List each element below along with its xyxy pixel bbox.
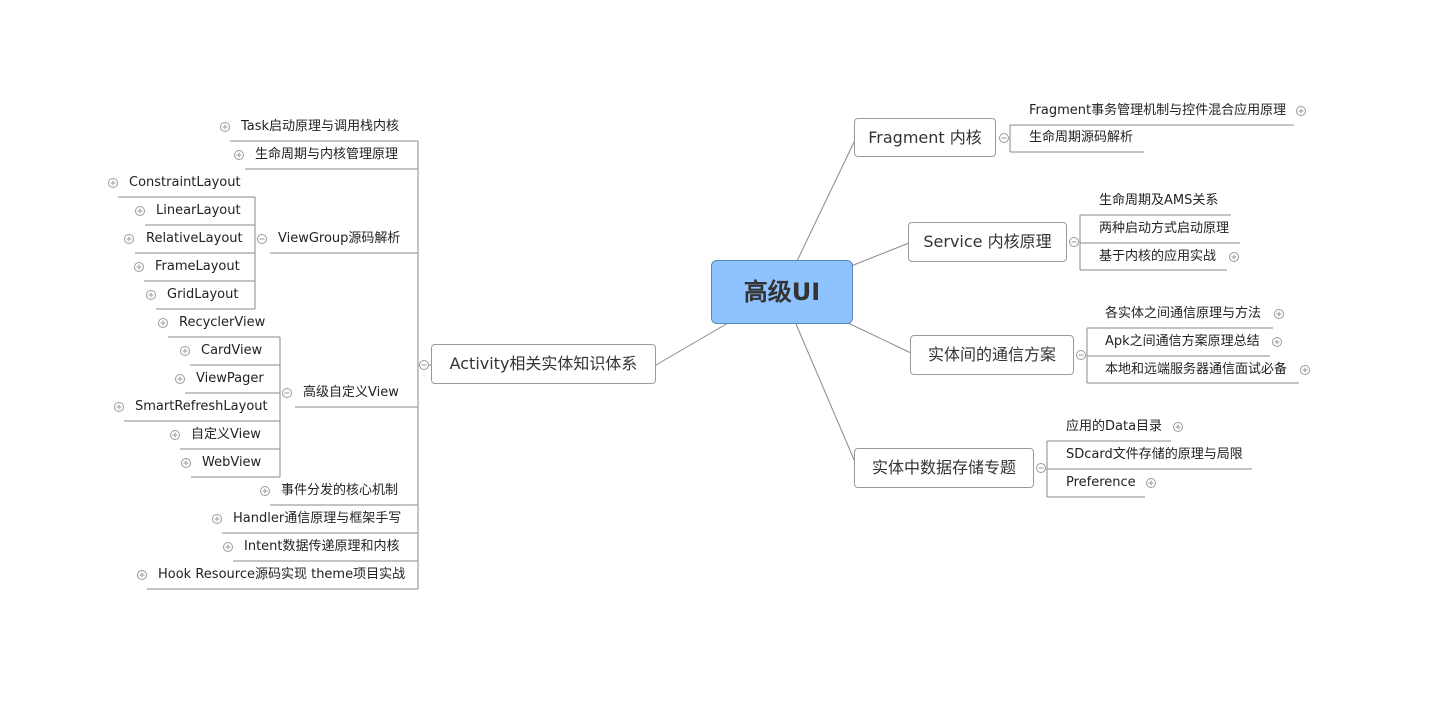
branch-storage[interactable]: 实体中数据存储专题 bbox=[854, 448, 1034, 488]
root-node[interactable]: 高级UI bbox=[711, 260, 853, 324]
plus-circle-icon[interactable] bbox=[260, 486, 270, 496]
plus-circle-icon[interactable] bbox=[180, 346, 190, 356]
plus-circle-icon[interactable] bbox=[1173, 422, 1183, 432]
plus-circle-icon[interactable] bbox=[212, 514, 222, 524]
customview-item[interactable]: RecyclerView bbox=[179, 315, 266, 330]
minus-circle-icon[interactable] bbox=[1076, 350, 1086, 360]
communication-item[interactable]: 各实体之间通信原理与方法 bbox=[1105, 306, 1262, 321]
viewgroup-item[interactable]: ConstraintLayout bbox=[129, 175, 241, 190]
activity-item-customview[interactable]: 高级自定义View bbox=[303, 385, 399, 400]
fragment-item[interactable]: Fragment事务管理机制与控件混合应用原理 bbox=[1029, 103, 1287, 118]
plus-circle-icon[interactable] bbox=[135, 206, 145, 216]
activity-item-task[interactable]: Task启动原理与调用栈内核 bbox=[241, 119, 400, 134]
plus-circle-icon[interactable] bbox=[158, 318, 168, 328]
customview-item[interactable]: CardView bbox=[201, 343, 263, 358]
customview-item[interactable]: WebView bbox=[202, 455, 262, 470]
plus-circle-icon[interactable] bbox=[1146, 478, 1156, 488]
plus-circle-icon[interactable] bbox=[223, 542, 233, 552]
plus-circle-icon[interactable] bbox=[220, 122, 230, 132]
plus-circle-icon[interactable] bbox=[1229, 252, 1239, 262]
activity-item-event[interactable]: 事件分发的核心机制 bbox=[281, 483, 399, 498]
plus-circle-icon[interactable] bbox=[134, 262, 144, 272]
minus-circle-icon[interactable] bbox=[1069, 237, 1079, 247]
plus-circle-icon[interactable] bbox=[1296, 106, 1306, 116]
plus-circle-icon[interactable] bbox=[146, 290, 156, 300]
service-item[interactable]: 生命周期及AMS关系 bbox=[1099, 193, 1219, 208]
fragment-item[interactable]: 生命周期源码解析 bbox=[1029, 130, 1134, 145]
plus-circle-icon[interactable] bbox=[1272, 337, 1282, 347]
plus-circle-icon[interactable] bbox=[114, 402, 124, 412]
plus-circle-icon[interactable] bbox=[181, 458, 191, 468]
activity-item-viewgroup[interactable]: ViewGroup源码解析 bbox=[278, 231, 401, 246]
activity-item-hook[interactable]: Hook Resource源码实现 theme项目实战 bbox=[158, 567, 406, 582]
minus-circle-icon[interactable] bbox=[999, 133, 1009, 143]
storage-item[interactable]: 应用的Data目录 bbox=[1066, 419, 1163, 434]
customview-item[interactable]: 自定义View bbox=[191, 427, 261, 442]
plus-circle-icon[interactable] bbox=[137, 570, 147, 580]
minus-circle-icon[interactable] bbox=[282, 388, 292, 398]
plus-circle-icon[interactable] bbox=[108, 178, 118, 188]
branch-fragment[interactable]: Fragment 内核 bbox=[854, 118, 996, 157]
viewgroup-item[interactable]: LinearLayout bbox=[156, 203, 241, 218]
branch-activity[interactable]: Activity相关实体知识体系 bbox=[431, 344, 656, 384]
communication-item[interactable]: Apk之间通信方案原理总结 bbox=[1105, 334, 1260, 349]
activity-item-handler[interactable]: Handler通信原理与框架手写 bbox=[233, 511, 402, 526]
plus-circle-icon[interactable] bbox=[234, 150, 244, 160]
plus-circle-icon[interactable] bbox=[1300, 365, 1310, 375]
plus-circle-icon[interactable] bbox=[175, 374, 185, 384]
service-item[interactable]: 基于内核的应用实战 bbox=[1099, 249, 1217, 264]
minus-circle-icon[interactable] bbox=[1036, 463, 1046, 473]
branch-communication[interactable]: 实体间的通信方案 bbox=[910, 335, 1074, 375]
communication-item[interactable]: 本地和远端服务器通信面试必备 bbox=[1105, 362, 1288, 377]
activity-item-intent[interactable]: Intent数据传递原理和内核 bbox=[244, 539, 400, 554]
plus-circle-icon[interactable] bbox=[170, 430, 180, 440]
customview-item[interactable]: ViewPager bbox=[196, 371, 264, 386]
plus-circle-icon[interactable] bbox=[1274, 309, 1284, 319]
viewgroup-item[interactable]: RelativeLayout bbox=[146, 231, 243, 246]
storage-item[interactable]: SDcard文件存储的原理与局限 bbox=[1066, 447, 1243, 462]
service-item[interactable]: 两种启动方式启动原理 bbox=[1099, 221, 1230, 236]
minus-circle-icon[interactable] bbox=[257, 234, 267, 244]
minus-circle-icon[interactable] bbox=[419, 360, 429, 370]
plus-circle-icon[interactable] bbox=[124, 234, 134, 244]
customview-item[interactable]: SmartRefreshLayout bbox=[135, 399, 268, 414]
viewgroup-item[interactable]: GridLayout bbox=[167, 287, 239, 302]
branch-service[interactable]: Service 内核原理 bbox=[908, 222, 1067, 262]
viewgroup-item[interactable]: FrameLayout bbox=[155, 259, 240, 274]
activity-item-lifecycle[interactable]: 生命周期与内核管理原理 bbox=[255, 147, 399, 162]
storage-item[interactable]: Preference bbox=[1066, 475, 1136, 490]
